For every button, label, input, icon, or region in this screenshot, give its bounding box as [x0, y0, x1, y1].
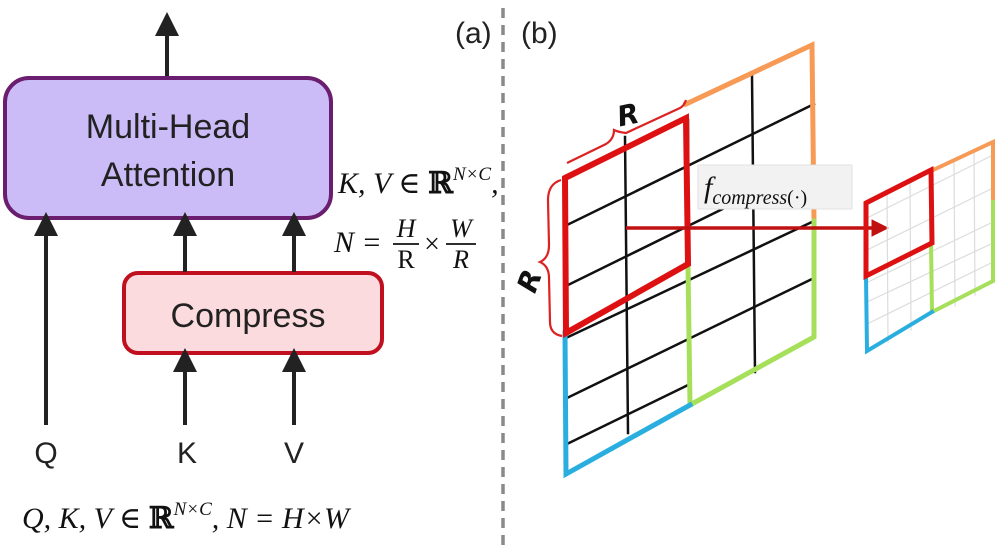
- attention-label-line1: Multi-Head: [86, 108, 250, 146]
- n-lhs: N =: [333, 226, 382, 259]
- times-sign: ×: [424, 229, 440, 260]
- h-numerator: H: [396, 214, 417, 243]
- compress-block: [122, 271, 384, 355]
- kv-space-equation: K, V ∈ ℝN×C,: [337, 164, 499, 201]
- compress-func-box: [697, 164, 853, 210]
- n-ratio-equation: N = H R × W R: [333, 214, 476, 274]
- compressed-blue-border: [863, 273, 935, 355]
- compress-label: Compress: [171, 297, 326, 335]
- feature-map-grid: [561, 41, 817, 479]
- compressed-green-border: [928, 200, 995, 316]
- side-r-label: R: [510, 265, 548, 297]
- compressed-grid: [863, 138, 995, 355]
- attention-label-line2: Attention: [101, 156, 235, 194]
- top-brace: [566, 99, 688, 164]
- compressed-orange-border: [928, 138, 995, 204]
- w-numerator: W: [450, 214, 474, 243]
- compress-func-label: fcompress(·): [704, 171, 807, 209]
- compressed-highlight-cell: [863, 165, 935, 281]
- v-label: V: [284, 437, 304, 470]
- qkv-space-equation: Q, K, V ∈ ℝN×C, N = H×W: [22, 499, 352, 536]
- panel-label-b: (b): [521, 17, 558, 50]
- bottom-right-quadrant-border: [685, 218, 817, 410]
- r-denominator-2: R: [452, 245, 469, 274]
- panel-label-a: (a): [455, 17, 492, 50]
- q-label: Q: [34, 437, 57, 470]
- bottom-left-quadrant-border: [562, 330, 694, 479]
- side-brace: [537, 178, 563, 338]
- multi-head-attention-block: [3, 76, 333, 220]
- r-denominator-1: R: [397, 245, 415, 274]
- k-label: K: [177, 437, 197, 470]
- highlighted-window: [561, 113, 692, 339]
- top-r-label: R: [614, 97, 642, 134]
- top-right-quadrant-border: [682, 41, 817, 224]
